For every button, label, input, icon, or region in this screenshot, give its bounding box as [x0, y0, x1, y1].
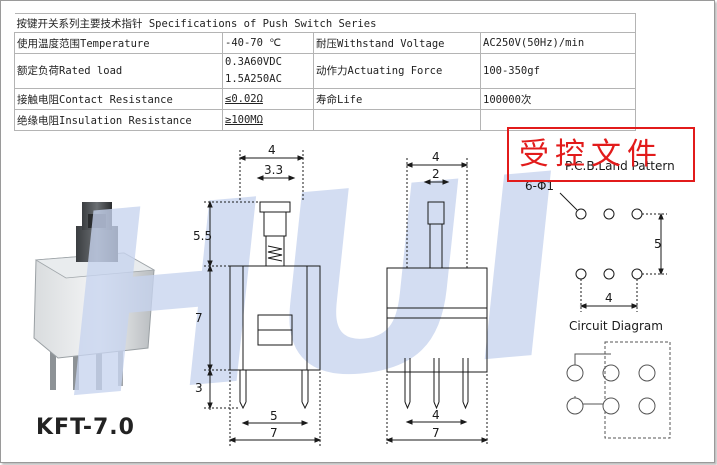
circuit-diagram: Circuit Diagram: [566, 319, 671, 439]
table-row: 使用温度范围Temperature -40-70 ℃ 耐压Withstand V…: [14, 32, 636, 54]
value-insulation-resistance: ≥100MΩ: [222, 109, 314, 131]
dim-front-height-pins: 3: [195, 381, 203, 395]
label-temperature: 使用温度范围Temperature: [14, 32, 223, 54]
table-row: 绝缘电阻Insulation Resistance ≥100MΩ: [14, 109, 636, 131]
value-temperature: -40-70 ℃: [222, 32, 314, 54]
circuit-title: Circuit Diagram: [569, 319, 663, 333]
side-view-drawing: 4 2 4 7: [385, 150, 489, 446]
dim-front-height-body: 7: [195, 311, 203, 325]
spec-table: 按键开关系列主要技术指针 Specifications of Push Swit…: [14, 13, 636, 131]
dim-front-inner: 3.3: [264, 163, 283, 177]
switch-photo: [33, 202, 156, 390]
label-withstand-voltage: 耐压Withstand Voltage: [313, 32, 481, 54]
value-withstand-voltage: AC250V(50Hz)/min: [480, 32, 636, 54]
huike-watermark: HUIKE: [49, 150, 560, 420]
dim-side-top: 4: [432, 150, 440, 164]
controlled-document-stamp: 受控文件: [507, 127, 695, 182]
rated-load-ac: 1.5A250AC: [225, 73, 282, 85]
pcb-dim-bottom: 4: [605, 291, 613, 305]
label-rated-load: 额定负荷Rated load: [14, 53, 223, 89]
dim-front-bottom-inner: 5: [270, 409, 278, 423]
value-rated-load: 0.3A60VDC 1.5A250AC: [222, 53, 314, 89]
pcb-dim-right: 5: [654, 237, 662, 251]
dim-side-bottom: 7: [432, 426, 440, 440]
dim-side-bottom-inner: 4: [432, 408, 440, 422]
watermark-text: HUIKE: [49, 150, 560, 420]
dim-front-height-upper: 5.5: [193, 229, 212, 243]
label-actuating-force: 动作力Actuating Force: [313, 53, 481, 89]
rated-load-dc: 0.3A60VDC: [225, 56, 282, 68]
pcb-land-pattern: P.C.B.Land Pattern 6-Φ1 5 4: [525, 159, 675, 312]
dim-front-bottom: 7: [270, 426, 278, 440]
table-row: 接触电阻Contact Resistance ≤0.02Ω 寿命Life 100…: [14, 88, 636, 110]
pcb-hole-label: 6-Φ1: [525, 179, 554, 193]
table-title: 按键开关系列主要技术指针 Specifications of Push Swit…: [14, 13, 636, 33]
label-contact-resistance: 接触电阻Contact Resistance: [14, 88, 223, 110]
table-row: 额定负荷Rated load 0.3A60VDC 1.5A250AC 动作力Act…: [14, 53, 636, 89]
front-view-drawing: 4 3.3 5.5 7 3 5 7: [193, 143, 322, 446]
empty-cell: [480, 109, 636, 131]
value-actuating-force: 100-350gf: [480, 53, 636, 89]
label-insulation-resistance: 绝缘电阻Insulation Resistance: [14, 109, 223, 131]
value-contact-resistance: ≤0.02Ω: [222, 88, 314, 110]
value-life: 100000次: [480, 88, 636, 110]
dim-side-inner: 2: [432, 167, 440, 181]
pcb-title: P.C.B.Land Pattern: [565, 159, 675, 173]
dim-front-top: 4: [268, 143, 276, 157]
model-name: KFT-7.0: [36, 415, 135, 440]
empty-cell: [313, 109, 481, 131]
label-life: 寿命Life: [313, 88, 481, 110]
